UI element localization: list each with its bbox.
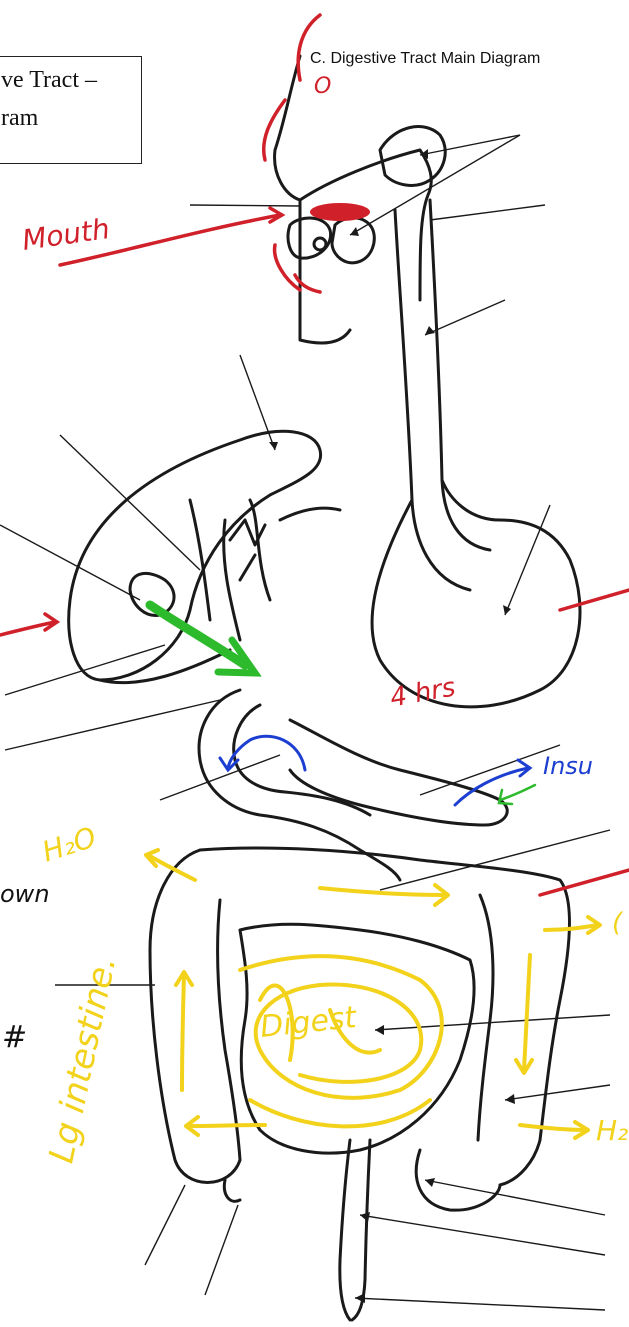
pointer-line xyxy=(375,1015,610,1030)
pointer-line xyxy=(205,1205,238,1295)
pointer-line xyxy=(420,745,560,795)
pancreas xyxy=(290,720,507,825)
large-intestine xyxy=(150,848,569,1185)
pointer-line xyxy=(355,1298,605,1310)
rectum xyxy=(340,1140,370,1320)
liver xyxy=(69,431,321,680)
annotation-o: O xyxy=(314,74,331,99)
pointer-line xyxy=(360,1215,605,1255)
yellow-arrow-h2o-bottom xyxy=(520,1125,585,1130)
duodenum xyxy=(199,690,400,880)
pointer-line xyxy=(190,205,300,206)
pointer-line xyxy=(160,755,280,800)
bile-ducts xyxy=(190,500,340,640)
green-insulin-arrow xyxy=(500,785,535,800)
colon-tick xyxy=(540,870,629,895)
yellow-arrow-descending xyxy=(524,955,530,1070)
red-lip-lower xyxy=(275,245,320,292)
pointer-line xyxy=(60,435,200,570)
stomach xyxy=(372,480,580,707)
yellow-arrow-left xyxy=(188,1125,265,1126)
appendix xyxy=(224,1180,240,1201)
annotation-right-partial: ( xyxy=(612,908,622,938)
pointer-line xyxy=(5,700,220,750)
blue-pancreas-arrow xyxy=(228,736,305,770)
pointer-line xyxy=(505,1085,610,1100)
salivary-gland-upper xyxy=(380,127,445,186)
pointer-line xyxy=(430,205,545,220)
pointer-line xyxy=(145,1185,185,1265)
red-mouth-fill xyxy=(310,203,370,221)
pointer-line xyxy=(420,135,520,155)
annotation-down: own xyxy=(0,880,50,908)
annotation-insulin: Insu xyxy=(543,752,593,780)
pointer-line xyxy=(0,525,140,600)
yellow-arrow-ascending xyxy=(182,975,184,1090)
green-bile-arrow xyxy=(150,605,245,665)
stomach-tick xyxy=(560,590,629,610)
annotation-h2o-bottom: H₂ xyxy=(596,1114,628,1147)
annotation-left-partial: # xyxy=(2,1020,27,1055)
